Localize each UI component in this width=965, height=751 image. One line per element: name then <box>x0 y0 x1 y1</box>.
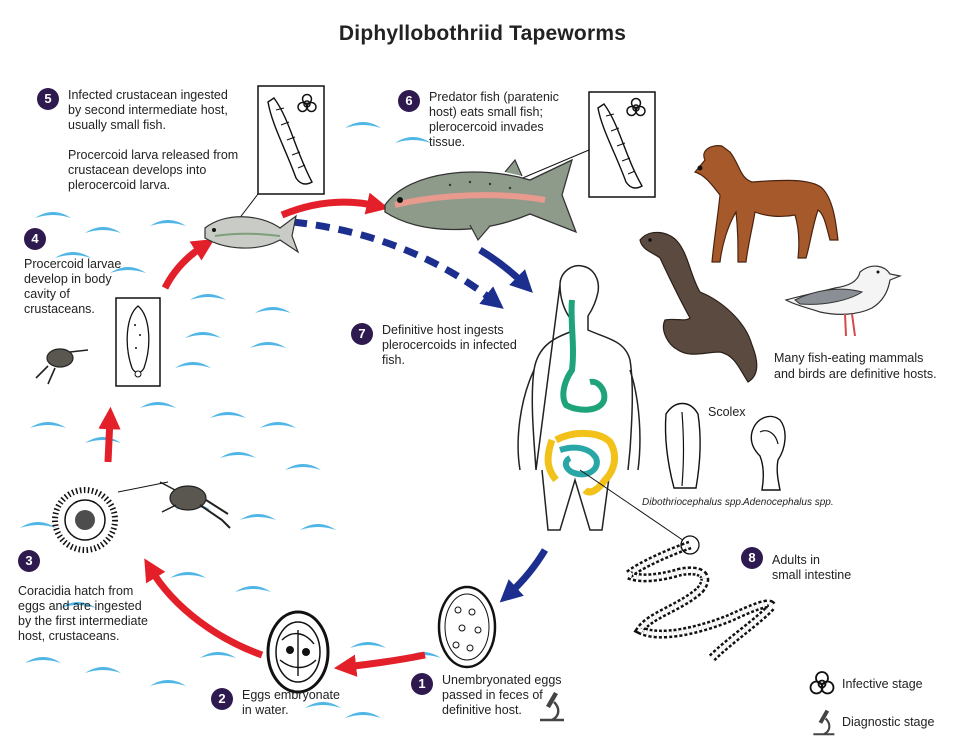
arrow-4-to-5 <box>161 239 215 290</box>
step-6: 6 Predator fish (paratenic host) eats sm… <box>398 90 559 150</box>
step-3: 3 Coracidia hatch from eggs and are inge… <box>18 550 148 644</box>
legend-infective-label: Infective stage <box>842 677 923 691</box>
human-silhouette <box>517 264 691 546</box>
coracidium <box>52 487 118 553</box>
step-7: 7 Definitive host ingests plerocercoids … <box>351 323 517 368</box>
step-5: 5 Infected crustacean ingested by second… <box>37 88 238 193</box>
procercoid-box-4 <box>115 297 161 387</box>
legend-diagnostic-label: Diagnostic stage <box>842 715 935 729</box>
arrow-5-to-7-dashed <box>292 218 504 309</box>
step-8-badge: 8 <box>741 547 763 569</box>
step-8: 8 Adults in small intestine <box>741 547 851 583</box>
predator-fish <box>384 158 578 242</box>
legend-diagnostic: Diagnostic stage <box>810 708 934 736</box>
genus-adenocephalus: Adenocephalus spp. <box>743 497 834 508</box>
genus-dibothriocephalus: Dibothriocephalus spp. <box>642 497 744 508</box>
step-1: 1 Unembryonated eggs passed in feces of … <box>411 673 562 718</box>
step-6-text: Predator fish (paratenic host) eats smal… <box>429 90 559 149</box>
microscope-icon <box>540 692 564 722</box>
step-5-badge: 5 <box>37 88 59 110</box>
scolex-label: Scolex <box>708 405 746 419</box>
step-4: 4 Procercoid larvae develop in body cavi… <box>24 228 121 317</box>
gull <box>784 265 903 337</box>
microscope-icon <box>813 709 835 736</box>
plerocercoid-box-5 <box>231 85 325 229</box>
scolex-adenocephalus <box>750 415 786 491</box>
copepod-crustacean-small <box>35 348 89 385</box>
step-4-badge: 4 <box>24 228 46 250</box>
step-7-badge: 7 <box>351 323 373 345</box>
step-2: 2 Eggs embryonate in water. <box>211 688 340 718</box>
biohazard-icon <box>626 97 646 117</box>
arrow-1-to-2 <box>333 651 426 677</box>
step-6-badge: 6 <box>398 90 420 112</box>
arrow-6-to-7 <box>478 246 533 293</box>
unembryonated-egg <box>437 585 497 669</box>
arrow-5-to-6 <box>280 192 389 219</box>
step-3-text: Coracidia hatch from eggs and are ingest… <box>18 584 148 643</box>
legend-infective: Infective stage <box>808 670 923 698</box>
biohazard-icon <box>297 93 317 113</box>
adult-tapeworm <box>619 535 778 662</box>
step-8-text: Adults in small intestine <box>772 553 852 582</box>
step-2-text: Eggs embryonate in water. <box>242 688 340 717</box>
copepod-crustacean <box>159 481 231 529</box>
step-7-text: Definitive host ingests plerocercoids in… <box>382 323 517 367</box>
step-5-text: Infected crustacean ingested by second i… <box>68 88 239 192</box>
arrow-2-to-3 <box>144 558 264 659</box>
scolex-dibothriocephalus <box>664 402 701 489</box>
sea-lion <box>639 231 758 383</box>
cycle-arrows <box>98 192 549 677</box>
step-2-badge: 2 <box>211 688 233 710</box>
step-1-badge: 1 <box>411 673 433 695</box>
page-title: Diphyllobothriid Tapeworms <box>338 22 627 45</box>
arrow-3-to-4 <box>98 406 121 463</box>
definitive-hosts-note: Many fish-eating mammals and birds are d… <box>774 351 937 381</box>
plerocercoid-box-6 <box>479 91 656 198</box>
arrow-7-to-1 <box>499 548 549 603</box>
step-3-badge: 3 <box>18 550 40 572</box>
dog <box>693 145 839 263</box>
biohazard-icon <box>809 671 835 695</box>
embryonated-egg <box>266 610 330 694</box>
step-1-text: Unembryonated eggs passed in feces of de… <box>442 673 562 717</box>
small-fish <box>204 214 300 254</box>
step-4-text: Procercoid larvae develop in body cavity… <box>24 257 122 316</box>
